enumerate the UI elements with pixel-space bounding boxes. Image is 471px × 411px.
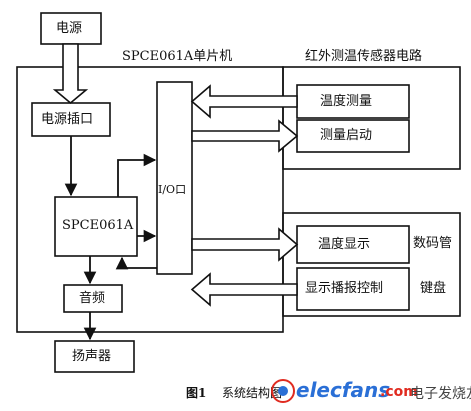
bus-arrow-temp-display	[191, 227, 299, 262]
bus-arrow-broadcast	[190, 272, 298, 307]
mcu-title-label: SPCE061A单片机	[122, 49, 233, 64]
watermark-brand: elecfans	[296, 378, 391, 402]
bus-arrow-measure-start	[191, 119, 299, 153]
watermark-cn: 电子发烧友	[410, 386, 471, 402]
arrow-io-to-core	[115, 256, 157, 270]
watermark-domain: .com	[380, 384, 418, 400]
io-port-label: I/O口	[158, 183, 187, 196]
io-port-box	[156, 81, 193, 275]
power-supply-label: 电源	[56, 21, 83, 36]
broadcast-ctrl-label: 显示播报控制	[305, 281, 384, 296]
measure-start-label: 测量启动	[320, 128, 373, 143]
temp-measure-label: 温度测量	[320, 94, 373, 109]
ir-circuit-frame	[282, 66, 461, 170]
mcu-core-label: SPCE061A	[62, 218, 134, 233]
power-socket-label: 电源插口	[41, 112, 94, 127]
display-keyboard-frame	[282, 212, 461, 317]
keyboard-label: 键盘	[420, 281, 447, 296]
ir-circuit-title-label: 红外测温传感器电路	[305, 49, 423, 64]
bus-arrow-power	[52, 43, 89, 105]
speaker-box	[54, 340, 135, 373]
mcu-core-box	[54, 196, 138, 257]
bus-arrow-temp-measure	[190, 84, 298, 119]
figure-number: 图1	[186, 386, 207, 400]
mcu-frame	[16, 66, 284, 333]
figure-title: 系统结构图	[222, 386, 283, 400]
elecfans-logo: elecfans .com 电子发烧友	[270, 376, 471, 406]
audio-box	[63, 284, 123, 313]
digit-tube-label: 数码管	[413, 236, 453, 251]
audio-label: 音频	[79, 291, 106, 306]
temp-display-label: 温度显示	[318, 237, 371, 252]
speaker-label: 扬声器	[72, 349, 112, 364]
elecfans-mark-icon	[271, 379, 295, 403]
arrow-core-to-io-upper	[117, 153, 157, 197]
